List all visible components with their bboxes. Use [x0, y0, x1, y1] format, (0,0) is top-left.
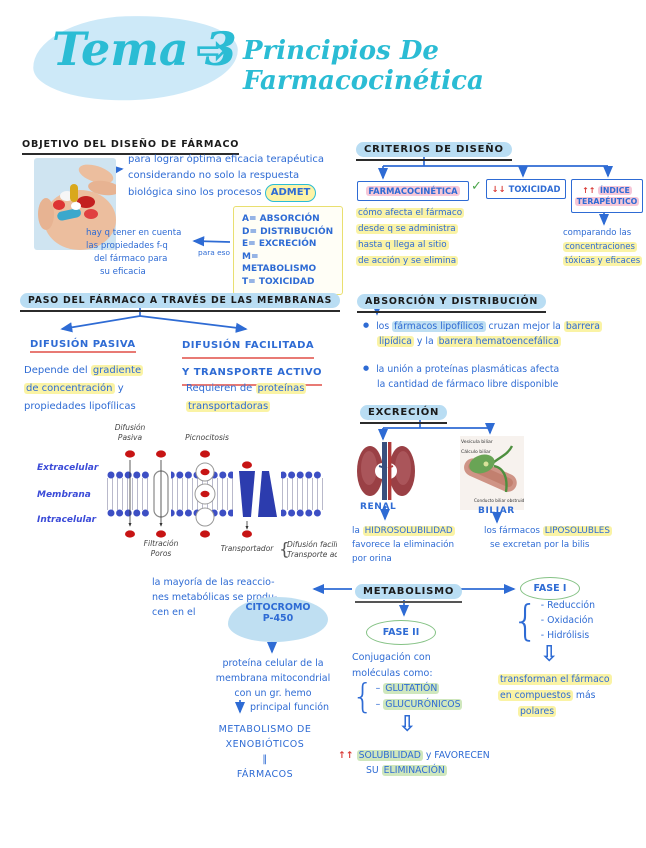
- absorcion-bullets: ● los fármacos lipofílicos cruzan mejor …: [363, 318, 635, 392]
- principal-funcion-label: principal función: [250, 702, 330, 713]
- bullet-item: ● la unión a proteínas plasmáticas afect…: [363, 364, 560, 375]
- objetivo-paragraph: para lograr óptima eficacia terapéutica …: [128, 152, 353, 202]
- brace-icon: {: [279, 540, 290, 560]
- farmacocinetica-box: FARMACOCINÉTICA: [357, 181, 469, 201]
- renal-label: RENAL: [360, 502, 397, 512]
- svg-text:Conducto biliar obstruido: Conducto biliar obstruido: [474, 498, 524, 503]
- biliar-label: BILIAR: [478, 506, 515, 516]
- farmacocinetica-desc: cómo afecta el fármaco desde q se admini…: [356, 208, 465, 266]
- pills-in-hand-image: [34, 158, 116, 250]
- membrane-diagram-image: Difusión Pasiva Picnocitosis Filtración …: [37, 423, 337, 560]
- renal-desc: la HIDROSOLUBILIDAD favorece la eliminac…: [352, 526, 455, 564]
- svg-text:Intracelular: Intracelular: [37, 515, 97, 525]
- section-header-criterios: CRITERIOS DE DISEÑO: [356, 137, 512, 161]
- fase1-result: transforman el fármaco en compuestos más…: [498, 674, 612, 717]
- fase2-result: ↑↑ SOLUBILIDAD y FAVORECEN SU ELIMINACIÓ…: [338, 750, 490, 776]
- section-header-absorcion: ABSORCIÓN Y DISTRIBUCIÓN: [357, 289, 547, 313]
- svg-text:Membrana: Membrana: [37, 490, 91, 500]
- page-title-main: Principios De Farmacocinética: [243, 36, 484, 96]
- section-header-objetivo: OBJETIVO DEL DISEÑO DE FÁRMACO: [22, 132, 240, 155]
- svg-text:Extracelular: Extracelular: [37, 463, 99, 473]
- fase2-items: { – GLUTATIÓN – GLUCURÓNICOS: [352, 677, 463, 717]
- hollow-down-arrow-icon: ⇩: [540, 642, 559, 667]
- indice-terapeutico-box: ↑↑ ÍNDICE TERAPÉUTICO: [571, 179, 643, 213]
- svg-text:Vesícula biliar: Vesícula biliar: [461, 438, 493, 445]
- svg-text:Filtración: Filtración: [144, 539, 179, 548]
- toxicidad-box: ↓↓ TOXICIDAD: [486, 179, 566, 199]
- double-up-arrows-icon: ↑↑: [338, 750, 354, 761]
- difusion-pasiva-title: DIFUSIÓN PASIVA: [30, 332, 136, 353]
- svg-text:Transporte activo: Transporte activo: [287, 550, 337, 559]
- biliar-desc: los fármacos LIPOSOLUBLES se excretan po…: [484, 526, 612, 550]
- page-title-topic: Tema 3: [52, 22, 237, 76]
- xenobioticos-result: METABOLISMO DE XENOBIÓTICOS ‖ FÁRMACOS: [218, 724, 312, 780]
- brace-icon: {: [352, 677, 374, 717]
- biliar-image: Vesícula biliar Cálculo biliar Conducto …: [460, 436, 524, 510]
- indice-desc: comparando las concentraciones tóxicas y…: [563, 228, 643, 266]
- kidneys-image: [357, 442, 415, 500]
- check-icon: ✓: [471, 179, 482, 194]
- svg-text:Pasiva: Pasiva: [118, 433, 143, 442]
- fase2-desc: Conjugación con moléculas como:: [352, 652, 433, 679]
- hollow-down-arrow-icon: ⇩: [398, 712, 417, 737]
- citocromo-desc: proteína celular de la membrana mitocond…: [215, 658, 331, 699]
- svg-text:Poros: Poros: [151, 549, 172, 558]
- bullet-item: ● los fármacos lipofílicos cruzan mejor …: [363, 321, 602, 332]
- section-header-metabolismo: METABOLISMO: [355, 579, 463, 603]
- admet-legend-box: A= ABSORCIÓN D= DISTRIBUCIÓN E= EXCRECIÓ…: [233, 206, 343, 295]
- citocromo-cloud: CITOCROMO P-450: [228, 597, 328, 642]
- svg-text:Cálculo biliar: Cálculo biliar: [461, 448, 491, 455]
- brace-icon: {: [512, 595, 539, 645]
- svg-text:Picnocitosis: Picnocitosis: [185, 433, 229, 442]
- difusion-facilitada-title: DIFUSIÓN FACILITADA Y TRANSPORTE ACTIVO: [182, 332, 322, 386]
- svg-text:Transportador: Transportador: [221, 544, 275, 553]
- double-up-arrows-icon: ↑↑: [582, 186, 596, 195]
- svg-text:Difusión facilitada: Difusión facilitada: [287, 540, 337, 549]
- fase2-oval: FASE II: [366, 620, 436, 645]
- fase1-oval: FASE I: [520, 577, 580, 600]
- difusion-pasiva-desc: Depende del gradiente de concentración y…: [24, 365, 144, 412]
- double-down-arrows-icon: ↓↓: [491, 184, 506, 194]
- section-header-membranas: PASO DEL FÁRMACO A TRAVÉS DE LAS MEMBRAN…: [20, 288, 341, 312]
- admet-label: ADMET: [264, 184, 317, 202]
- bullet-icon: ●: [363, 321, 370, 329]
- fase1-items: { - Reducción - Oxidación - Hidrólisis: [512, 595, 596, 645]
- title-arrow-icon: ⇨: [196, 28, 228, 72]
- section-header-excrecion: EXCRECIÓN: [360, 400, 448, 424]
- metabolismo-intro: la mayoría de las reaccio- nes metabólic…: [152, 577, 278, 618]
- svg-text:Difusión: Difusión: [115, 423, 146, 432]
- objetivo-note: hay q tener en cuenta las propiedades f-…: [86, 228, 182, 277]
- arrow-label-para-eso: para eso: [198, 248, 231, 257]
- difusion-facilitada-desc: Requieren de proteínas transportadoras: [186, 383, 307, 412]
- bullet-icon: ●: [363, 364, 370, 372]
